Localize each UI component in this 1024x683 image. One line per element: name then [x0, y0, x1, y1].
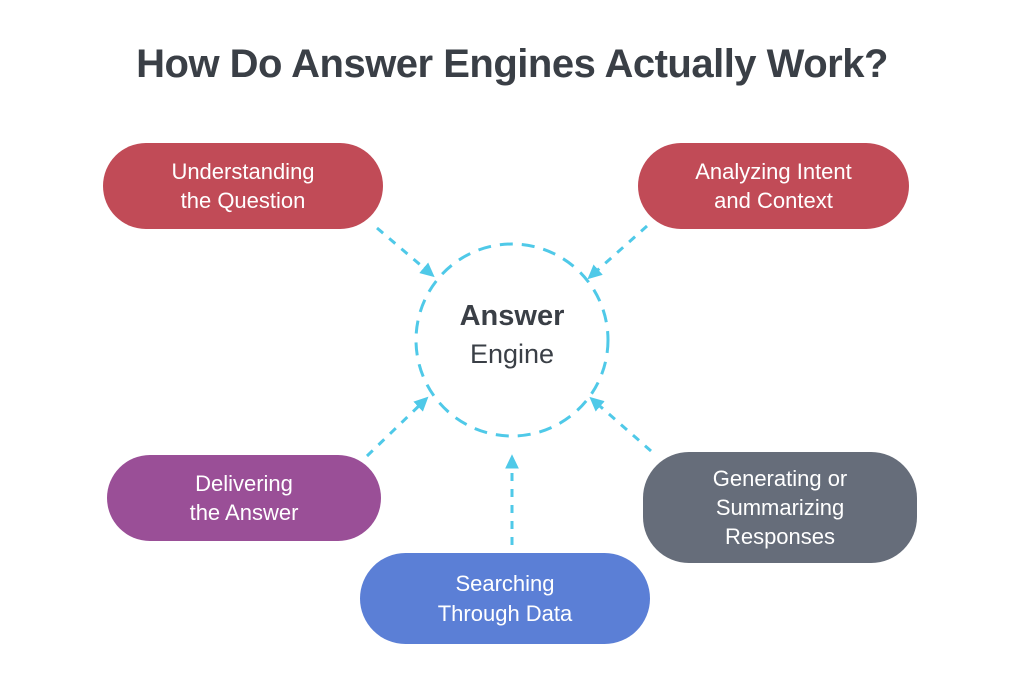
edge-delivering-to-center: [365, 396, 429, 458]
edge-analyzing-to-center: [587, 224, 648, 280]
node-delivering-the-answer: Delivering the Answer: [107, 455, 381, 541]
node-label-line: Searching: [455, 571, 555, 597]
node-label-line: the Answer: [189, 500, 299, 525]
node-searching-through-data: Searching Through Data: [360, 553, 650, 644]
node-label-line: Generating or: [712, 465, 848, 491]
node-understanding-the-question: Understanding the Question: [103, 143, 383, 229]
node-generating-or-summarizing-responses: Generating or Summarizing Responses: [643, 452, 917, 563]
node-label-line: the Question: [180, 188, 306, 213]
center-label-line2: Engine: [469, 339, 555, 370]
edge-understanding-to-center: [376, 226, 435, 278]
node-label-line: Analyzing Intent: [695, 158, 852, 184]
node-label-line: and Context: [714, 188, 833, 213]
node-label-line: Understanding: [171, 158, 315, 184]
answer-engine-circle: [414, 242, 610, 438]
center-label-line1: Answer: [459, 300, 565, 332]
node-label-line: Delivering: [195, 470, 293, 496]
edge-generating-to-center: [589, 396, 652, 453]
node-label-line: Through Data: [437, 600, 573, 626]
center-node-answer-engine: Answer Engine: [422, 297, 602, 373]
node-analyzing-intent-and-context: Analyzing Intent and Context: [638, 143, 909, 229]
diagram-title: How Do Answer Engines Actually Work?: [136, 42, 888, 86]
node-label-line: Responses: [724, 524, 836, 550]
node-label-line: Summarizing: [715, 494, 845, 520]
